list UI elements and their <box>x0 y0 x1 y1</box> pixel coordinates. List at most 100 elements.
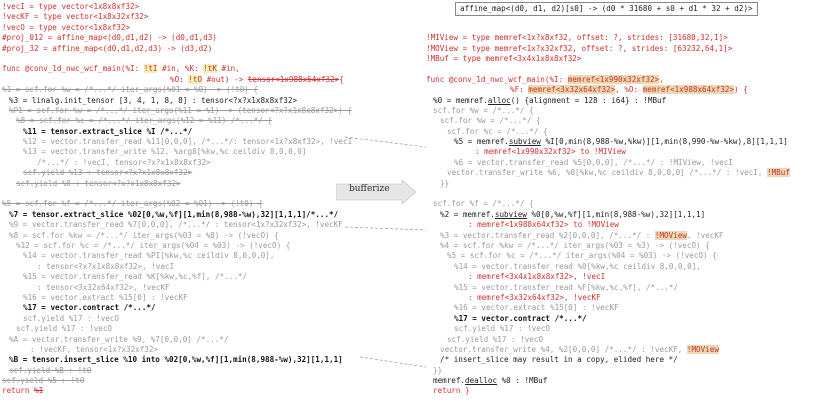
code-line: !vecO = type vector<1x8xf32> <box>2 23 392 33</box>
code-line: %4 = scf.for %kw = /*...*/ iter_args(%03… <box>426 241 828 251</box>
code-line: vector.transfer_write %4, %2[0,0,0] /*..… <box>426 344 828 355</box>
code-token: !vecKF = type <box>2 12 67 22</box>
code-line: %8 = scf.for %c = /*...*/ iter_args(%12 … <box>2 116 392 126</box>
code-line: %9 = vector.transfer_read %7[0,0,0], /*.… <box>2 220 392 230</box>
code-line: %14 = vector.transfer_read %0[%kw,%c cei… <box>426 262 828 272</box>
code-token: %8 = scf.for %kw = /*...*/ iter_args(%03… <box>9 230 279 240</box>
code-token: subview <box>494 209 527 219</box>
code-token: %5 = scf.for %f = /*...*/ iter_args(%02 … <box>2 199 263 209</box>
code-line: : memref<1x988x64xf32> to !MOView <box>426 220 828 230</box>
code-line: scf.for %w = /*...*/ { <box>426 106 828 116</box>
code-token: %F: <box>510 85 529 95</box>
code-token: #proj_012 = affine_map<(d0,d1,d2) -> (d0… <box>2 33 217 43</box>
code-token: %6 = vector.transfer_read %5[0,0,0], /*.… <box>454 157 733 167</box>
code-line: %5 = scf.for %f = /*...*/ iter_args(%02 … <box>2 199 392 209</box>
code-token: vector.contract <box>50 303 120 313</box>
code-line: scf.yield %B : !t0 <box>2 366 392 376</box>
code-line: scf.yield %13 : tensor<?x?x1x8x8xf32> <box>2 168 392 178</box>
code-line: %A = vector.transfer_write %9, %7[0,0,0]… <box>2 335 392 345</box>
code-line: %6 = vector.transfer_read %5[0,0,0], /*.… <box>426 158 828 168</box>
bufferize-arrow-icon <box>336 180 416 204</box>
code-line: %17 = vector.contract /*...*/ <box>426 314 828 324</box>
code-line: !MBuf = type memref<3x4x1x8x8xf32> <box>426 54 828 64</box>
code-line: !vecI = type vector<1x8x8xf32> <box>2 2 392 12</box>
code-token: %5 = memref. <box>454 137 509 147</box>
code-token: () {alignment = 128 : i64} : !MBuf <box>510 95 667 105</box>
code-token: %7 = tensor.extract_slice %02[0,%w,%f][1… <box>9 209 339 219</box>
code-line: scf.yield %17 : !vecO <box>2 314 392 324</box>
code-token: %8 = scf.for %c = /*...*/ iter_args(%12 … <box>16 116 273 126</box>
affine-map-callout: affine_map<(d0, d1, d2)[s0] -> (d0 * 316… <box>455 2 758 17</box>
code-token: !MOView <box>686 344 719 354</box>
code-token: #in, <box>216 64 240 74</box>
code-token: memref<1x990x32xf32> <box>567 74 660 84</box>
code-token: scf.yield %17 : !vecO <box>454 324 551 334</box>
code-token: , !vecKF <box>686 230 724 240</box>
code-token: %9 = vector.transfer_read %7[0,0,0], /*.… <box>9 220 343 230</box>
link-line <box>359 356 427 368</box>
code-line: %17 = vector.contract /*...*/ <box>2 303 392 313</box>
code-line: %16 = vector.extract %15[0] : !vecKF <box>426 303 828 313</box>
code-line: scf.yield %17 : !vecO <box>426 335 828 345</box>
code-line: %3 = vector.transfer_read %2[0,0,0], /*.… <box>426 230 828 241</box>
code-line: %5 = memref.subview %I[0,min(8,988-%w,%k… <box>426 137 828 147</box>
code-token: %1 <box>34 386 44 396</box>
code-token: return <box>2 386 35 396</box>
code-line: %P1 = scf.for %w = /*...*/ iter_args(%11… <box>2 106 392 116</box>
code-token: ) { <box>734 85 748 95</box>
code-line: func @conv_1d_nwc_wcf_main(%I: !tI #in, … <box>2 64 392 74</box>
code-line: scf.for %w = /*...*/ { <box>426 116 828 126</box>
code-token: !tI <box>143 64 158 74</box>
code-token: scf.for %c = /*...*/ { <box>447 126 548 136</box>
code-token: scf.yield %B : !t0 <box>9 365 92 375</box>
code-line: %O: !tO #out) -> tensor<1x988x64xf32>{ <box>2 74 392 85</box>
code-line: %14 = vector.transfer_read %PI[%kw,%c ce… <box>2 251 392 261</box>
code-line: memref.dealloc %0 : !MBuf <box>426 376 828 386</box>
code-line: scf.yield %17 : !vecO <box>426 324 828 334</box>
code-line: : memref<3x4x1x8x8xf32>, !vecI <box>426 272 828 282</box>
code-token: scf.yield %17 : !vecO <box>16 324 113 334</box>
code-token: memref<1x988x64xf32> <box>642 85 735 95</box>
code-line: !MIView = type memref<1x?x8xf32, offset:… <box>426 33 828 43</box>
code-line: : memref<1x990x32xf32> to !MIView <box>426 147 828 157</box>
code-token: scf.yield %17 : !vecO <box>447 334 544 344</box>
code-token: func @conv_1d_nwc_wcf_main(%I: <box>2 64 144 74</box>
code-token: }} <box>440 178 450 188</box>
code-line: : tensor<?x?x1x8x8xf32>, !vecI <box>2 262 392 272</box>
code-token: subview <box>508 137 541 147</box>
code-token: !MOView = type memref<1x?x32xf32, offset… <box>426 43 733 53</box>
code-line: !MOView = type memref<1x?x32xf32, offset… <box>426 44 828 54</box>
code-line: : memref<3x32x64xf32>, !vecKF <box>426 293 828 303</box>
code-token: dealloc <box>465 376 498 386</box>
code-token: scf.for %f = /*...*/ { <box>433 199 534 209</box>
code-token: : memref<1x988x64xf32> to !MOView <box>468 220 619 230</box>
code-line: scf.yield %8 : tensor<?x?x1x8x8xf32> <box>2 179 392 189</box>
code-token: /* insert_slice may result in a copy, el… <box>440 355 678 365</box>
code-token: %O: <box>170 74 189 84</box>
code-token: %3 = linalg.init_tensor [3, 4, 1, 8, 8] … <box>9 95 298 105</box>
code-token: : !vecKF, tensor<1x?x32xf32> <box>30 344 159 354</box>
code-line: %7 = tensor.extract_slice %02[0,%w,%f][1… <box>2 210 392 220</box>
code-token: { <box>339 74 344 84</box>
code-line: /* insert_slice may result in a copy, el… <box>426 355 828 365</box>
code-token: , %O: <box>615 85 643 95</box>
code-token: scf.yield %17 : !vecO <box>23 313 120 323</box>
code-line: }} <box>426 366 828 376</box>
code-token: scf.for %w = /*...*/ { <box>440 116 541 126</box>
code-line: %11 = tensor.extract_slice %I /*...*/ <box>2 127 392 137</box>
code-token: scf.for %w = /*...*/ { <box>433 105 534 115</box>
code-token: %0 = memref. <box>433 95 488 105</box>
code-token: %14 = vector.transfer_read %PI[%kw,%c ce… <box>23 251 275 261</box>
code-line: return %1 <box>2 386 392 396</box>
code-line: #proj_32 = affine_map<(d0,d1,d2,d3) -> (… <box>2 44 392 54</box>
code-line: func @conv_1d_nwc_wcf_main(%I: memref<1x… <box>426 74 828 85</box>
code-token: : tensor<3x32x64xf32>, !vecKF <box>37 282 170 292</box>
code-token: %I[0,min(8,988-%w,%kw)][1,min(8,990-%w-%… <box>540 137 788 147</box>
code-token: /*...*/ : !vecI, tensor<?x?x1x8x8xf32> <box>37 157 211 167</box>
code-line: !vecKF = type vector<1x8x32xf32> <box>2 12 392 22</box>
bufferized-ir-panel: !MIView = type memref<1x?x8xf32, offset:… <box>426 2 828 397</box>
code-token: !MBuf = type memref<3x4x1x8x8xf32> <box>426 53 582 63</box>
code-line: %3 = linalg.init_tensor [3, 4, 1, 8, 8] … <box>2 96 392 106</box>
code-token: : memref<1x990x32xf32> to !MIView <box>475 147 626 157</box>
